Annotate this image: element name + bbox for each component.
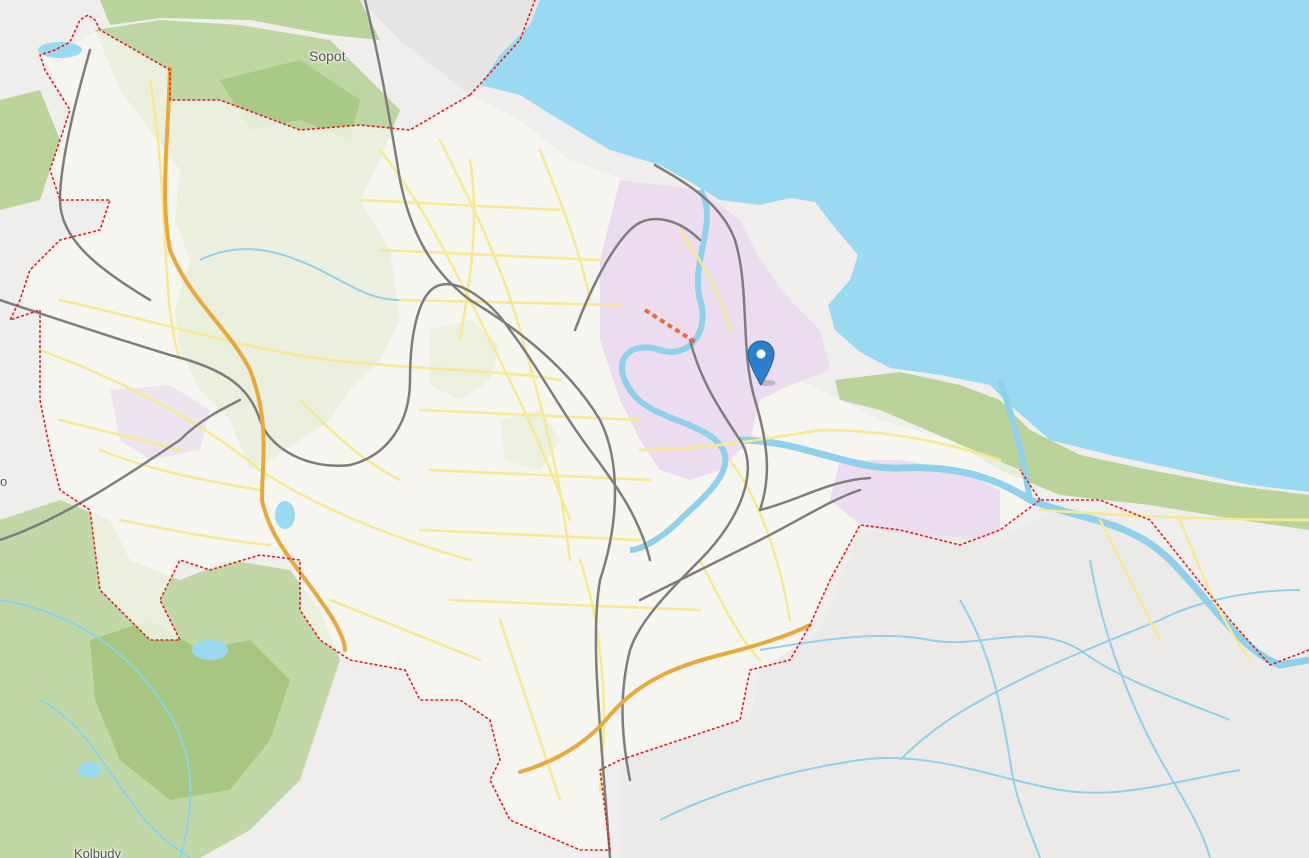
sea-area [480, 0, 1309, 492]
stream-west-2 [199, 248, 401, 301]
industrial-west [110, 385, 210, 460]
place-label-edge-left: o [0, 474, 8, 489]
canal-south-4 [1089, 559, 1211, 858]
river-vistula [739, 436, 1309, 669]
lake-1 [275, 501, 295, 529]
forest-east-coast [835, 372, 1309, 530]
lake-2 [192, 640, 228, 660]
map-pin-body [747, 340, 775, 386]
forest-west-small [0, 90, 60, 210]
canal-south-3 [659, 756, 1241, 821]
forest-southwest-2 [90, 620, 290, 800]
motorway-under-construction [643, 308, 697, 344]
stream-west-1 [0, 599, 192, 858]
railway-network [0, 0, 872, 858]
place-label-kolbudy: Kolbudy [74, 846, 121, 858]
river-dead-vistula [997, 379, 1033, 501]
industrial-east [830, 460, 1000, 550]
industrial-port [600, 180, 830, 480]
forest-north-strip [100, 0, 380, 40]
canal-south-5 [959, 599, 1041, 858]
river-port-canal [618, 188, 729, 553]
stream-west-3 [39, 699, 191, 858]
map-pin-dot [756, 349, 766, 359]
lake-4 [78, 762, 102, 778]
canal-south-2 [899, 589, 1301, 761]
motorway-network [163, 66, 812, 774]
place-label-sopot: Sopot [309, 48, 346, 64]
map-pin-icon[interactable] [747, 340, 776, 386]
road-network [38, 78, 1309, 802]
canal-south-1 [759, 634, 1231, 721]
lake-3 [38, 42, 82, 58]
